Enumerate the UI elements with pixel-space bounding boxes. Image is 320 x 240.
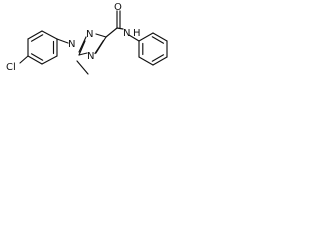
triazole-ring	[78, 33, 107, 56]
bond	[151, 36, 165, 44]
bond	[41, 55, 58, 65]
bond	[95, 33, 107, 38]
carbonyl-oxygen-label: O	[114, 2, 122, 13]
bond	[105, 27, 118, 38]
bond	[27, 30, 43, 40]
bond	[78, 40, 86, 56]
methyl-bond	[76, 60, 89, 75]
phenyl-ring	[138, 32, 168, 66]
molecule-svg: Cl N N N N H O	[6, 2, 168, 75]
chlorophenyl-ring	[27, 30, 58, 65]
bond	[152, 32, 168, 42]
chlorine-atom-label: Cl	[6, 62, 16, 73]
bond	[78, 36, 87, 53]
triazole-n4-label: N	[87, 51, 94, 62]
bond	[94, 39, 105, 55]
amide-nitrogen-label: N	[123, 28, 130, 39]
bond	[41, 30, 58, 40]
bond	[30, 34, 44, 42]
amide-hydrogen-label: H	[133, 28, 141, 39]
bond	[138, 56, 154, 66]
structure-diagram: Cl N N N N H O	[0, 0, 180, 95]
triazole-n2-label: N	[86, 29, 93, 40]
bond	[78, 52, 88, 56]
bond	[152, 56, 168, 66]
bond	[19, 55, 29, 64]
triazole-n1-label: N	[68, 39, 75, 50]
bond	[151, 54, 165, 62]
bond	[128, 34, 140, 42]
bond	[30, 53, 44, 61]
bond	[138, 32, 154, 42]
bond	[56, 38, 69, 44]
bond	[27, 55, 43, 65]
amide-group	[105, 10, 140, 42]
